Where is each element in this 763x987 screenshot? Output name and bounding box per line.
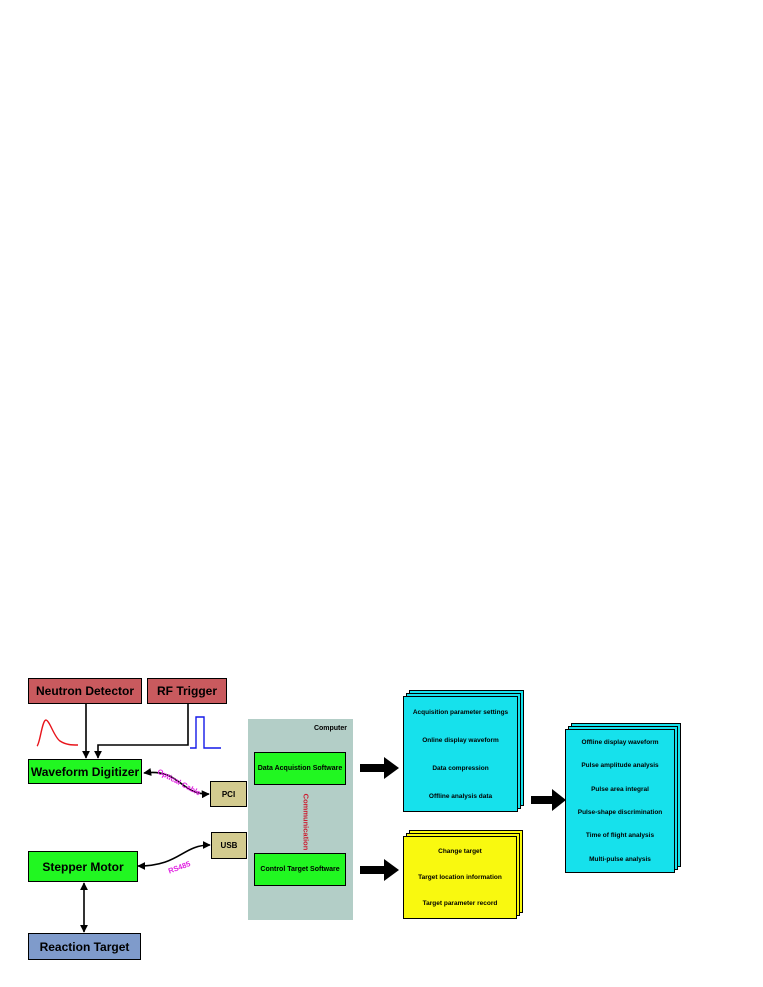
rs485-link: [137, 841, 211, 870]
control-target-software-label: Control Target Software: [260, 866, 340, 873]
rf-trigger-label: RF Trigger: [156, 684, 217, 698]
stepper-motor-box: Stepper Motor: [28, 851, 138, 882]
list-item: Pulse amplitude analysis: [581, 762, 659, 770]
communication-label: Communication: [301, 793, 311, 851]
rf-pulse-waveform: [190, 716, 221, 749]
target-block-arrow: [360, 859, 399, 881]
stepper-motor-label: Stepper Motor: [42, 859, 124, 874]
rf-trigger-to-digitizer-arrow: [94, 704, 189, 759]
neutron-pulse-waveform: [36, 719, 79, 747]
computer-panel: Computer: [248, 719, 353, 920]
reaction-target-box: Reaction Target: [28, 933, 141, 960]
pci-label: PCI: [221, 789, 236, 799]
waveform-digitizer-box: Waveform Digitizer: [28, 759, 142, 784]
list-item: Data compression: [432, 764, 489, 772]
list-item: Time of flight analysis: [585, 832, 655, 840]
waveform-digitizer-label: Waveform Digitizer: [30, 764, 140, 779]
list-item: Multi-pulse analysis: [589, 855, 651, 863]
list-item: Target parameter record: [422, 900, 498, 908]
list-item: Acquisition parameter settings: [412, 708, 509, 716]
usb-label: USB: [220, 841, 238, 850]
acquisition-panel-card: [403, 696, 518, 812]
list-item: Target location information: [418, 873, 502, 881]
analysis-panel-card: [565, 729, 675, 873]
acquisition-block-arrow: [360, 757, 399, 779]
usb-interface-box: USB: [211, 832, 247, 859]
optical-cable-link: [143, 768, 210, 799]
analysis-block-arrow: [531, 789, 566, 811]
reaction-target-label: Reaction Target: [39, 939, 130, 954]
neutron-detector-label: Neutron Detector: [35, 684, 134, 698]
target-panel-card: [403, 836, 517, 919]
computer-title: Computer: [313, 725, 347, 732]
pci-interface-box: PCI: [210, 781, 247, 807]
neutron-detector-box: Neutron Detector: [28, 678, 142, 704]
list-item: Online display waveform: [422, 736, 499, 744]
control-target-software-box: Control Target Software: [254, 853, 346, 886]
list-item: Pulse area integral: [591, 785, 649, 793]
list-item: Offline analysis data: [428, 792, 493, 800]
list-item: Pulse-shape discrimination: [577, 809, 663, 817]
data-acquisition-software-box: Data Acquistion Software: [254, 752, 346, 785]
acquisition-panel-list: Acquisition parameter settings Online di…: [403, 698, 518, 810]
analysis-panel-list: Offline display waveform Pulse amplitude…: [565, 731, 675, 871]
rf-trigger-box: RF Trigger: [147, 678, 227, 704]
data-acquisition-software-label: Data Acquistion Software: [257, 765, 343, 772]
target-panel-list: Change target Target location informatio…: [403, 838, 517, 917]
list-item: Change target: [438, 847, 482, 855]
list-item: Offline display waveform: [581, 739, 659, 747]
